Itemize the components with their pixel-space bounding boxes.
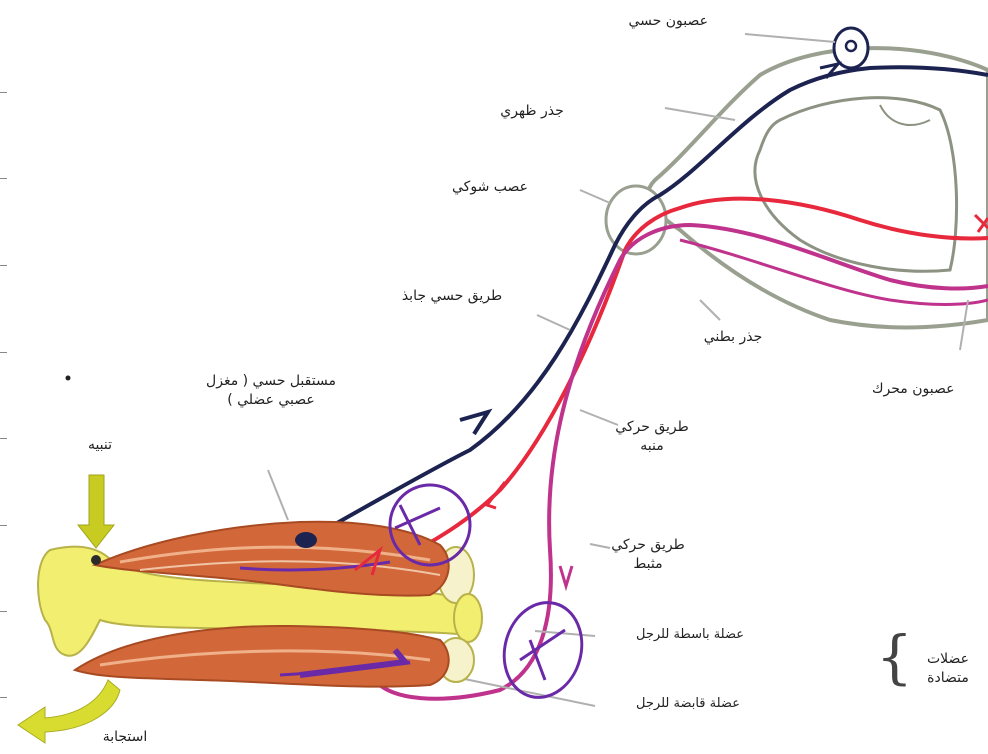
stimulus-arrow	[78, 475, 114, 548]
dorsal-root-label: جذر ظهري	[472, 102, 592, 121]
extensor-muscle-label: عضلة باسطة للرجل	[600, 626, 780, 644]
response-label: استجابة	[80, 728, 170, 747]
stimulus-label: تنبيه	[72, 436, 128, 455]
spinal-nerve-label: عصب شوكي	[420, 178, 560, 197]
motor-neuron-label: عصبون محرك	[872, 380, 988, 399]
sensory-neuron-label: عصبون حسي	[648, 12, 708, 31]
sensory-neuron-body	[834, 28, 868, 68]
antagonist-muscles-label: عضلات متضادة	[908, 650, 988, 688]
muscle-spindle	[295, 532, 317, 548]
ventral-root-label: جذر بطني	[678, 328, 788, 347]
motor-path-excitatory-label: طريق حركي منبه	[612, 418, 692, 456]
flexor-muscle-label: عضلة قابضة للرجل	[598, 695, 778, 713]
sensory-receptor-label: مستقبل حسي ( مغزل عصبي عضلي )	[206, 372, 336, 410]
sensory-path-label: طريق حسي جابذ	[372, 287, 532, 306]
motor-path-inhibitory-label: طريق حركي مثبط	[608, 536, 688, 574]
